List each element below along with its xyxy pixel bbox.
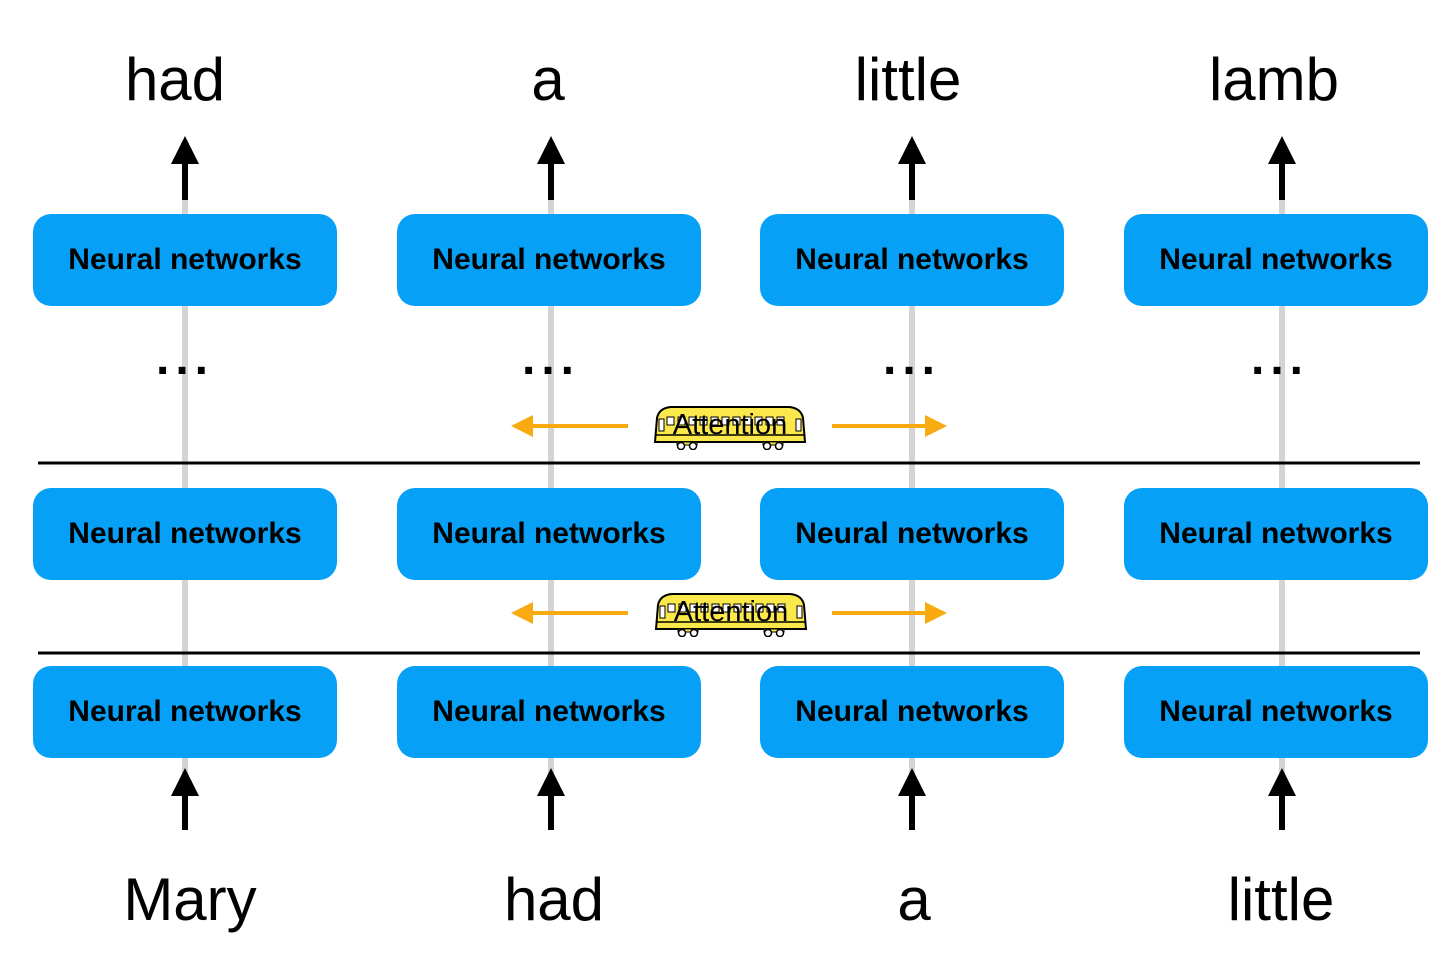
- neural-network-box: Neural networks: [33, 666, 337, 758]
- box-label: Neural networks: [1159, 243, 1393, 276]
- box-label: Neural networks: [1159, 695, 1393, 728]
- output-arrows: [171, 136, 1296, 200]
- box-label: Neural networks: [432, 243, 666, 276]
- box-label: Neural networks: [795, 695, 1029, 728]
- box-label: Neural networks: [432, 517, 666, 550]
- box-label: Neural networks: [795, 243, 1029, 276]
- ellipsis: ...: [521, 332, 580, 385]
- ellipsis: ...: [1250, 332, 1309, 385]
- neural-network-box: Neural networks: [760, 214, 1064, 306]
- box-label: Neural networks: [68, 517, 302, 550]
- ellipsis: ...: [882, 332, 941, 385]
- neural-network-box: Neural networks: [397, 488, 701, 580]
- output-word-1: had: [124, 46, 226, 113]
- column-lines: [182, 195, 1285, 790]
- output-word-3: little: [854, 46, 962, 113]
- input-arrows: [171, 768, 1296, 830]
- attention-tram-lower: Attention: [652, 591, 810, 637]
- neural-network-box: Neural networks: [1124, 214, 1428, 306]
- neural-network-box: Neural networks: [1124, 488, 1428, 580]
- box-label: Neural networks: [68, 695, 302, 728]
- neural-network-box: Neural networks: [397, 666, 701, 758]
- attention-tram-upper: Attention: [651, 404, 809, 450]
- output-word-2: a: [531, 46, 565, 113]
- neural-network-box: Neural networks: [1124, 666, 1428, 758]
- neural-network-box: Neural networks: [760, 488, 1064, 580]
- box-label: Neural networks: [68, 243, 302, 276]
- tram-icon: [654, 593, 808, 637]
- neural-network-box: Neural networks: [760, 666, 1064, 758]
- box-label: Neural networks: [432, 695, 666, 728]
- box-label: Neural networks: [1159, 517, 1393, 550]
- input-word-4: little: [1227, 866, 1335, 933]
- neural-network-box: Neural networks: [33, 488, 337, 580]
- input-word-2: had: [503, 866, 605, 933]
- tram-icon: [653, 406, 807, 450]
- input-word-1: Mary: [123, 866, 257, 933]
- box-label: Neural networks: [795, 517, 1029, 550]
- attention-label: Attention: [673, 596, 789, 628]
- output-word-4: lamb: [1208, 46, 1340, 113]
- neural-network-box: Neural networks: [397, 214, 701, 306]
- input-word-3: a: [897, 866, 931, 933]
- neural-network-box: Neural networks: [33, 214, 337, 306]
- attention-label: Attention: [672, 409, 788, 441]
- ellipsis: ...: [155, 332, 214, 385]
